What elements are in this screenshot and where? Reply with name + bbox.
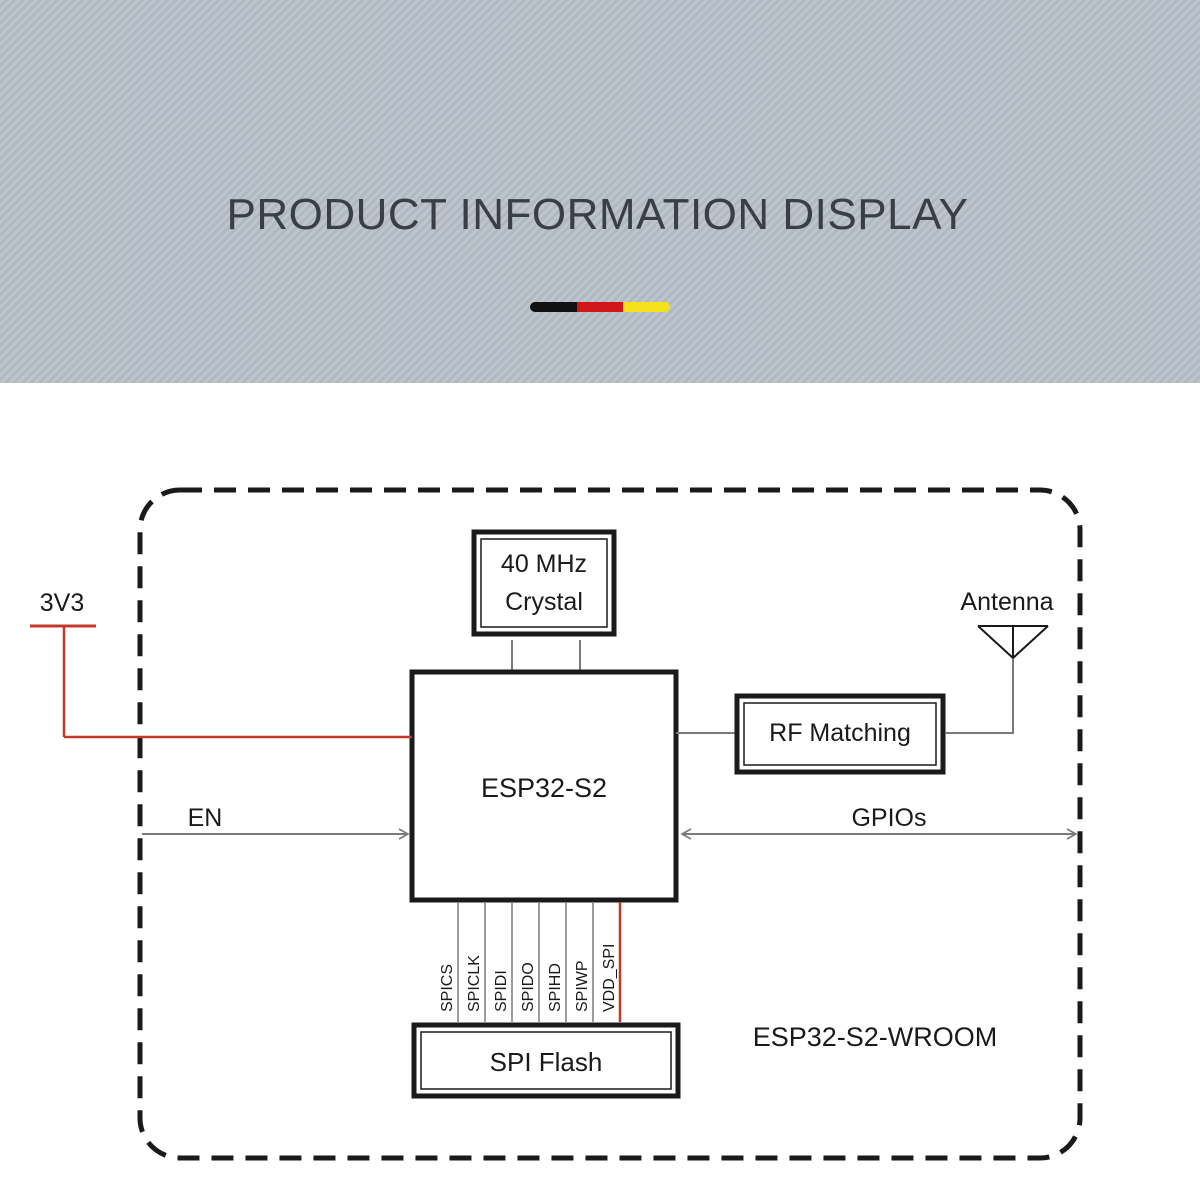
spi-label-spihd: SPIHD [547, 963, 564, 1012]
spi-label-spics: SPICS [439, 964, 456, 1012]
rf-matching-block [734, 693, 946, 775]
module-boundary [137, 487, 1083, 1161]
spi-flash-block [411, 1022, 681, 1099]
crystal-block [471, 529, 617, 637]
crystal-label-line1: 40 MHz [501, 550, 587, 578]
spi-label-spidi: SPIDI [493, 970, 510, 1012]
module-label: ESP32-S2-WROOM [753, 1022, 998, 1052]
page-title: PRODUCT INFORMATION DISPLAY [226, 190, 969, 239]
rf-matching-label: RF Matching [769, 719, 911, 747]
antenna-label: Antenna [960, 588, 1053, 616]
enable-label: EN [188, 804, 223, 832]
spi-label-vdd-spi: VDD_SPI [601, 944, 618, 1012]
spi-bus: SPICS SPICLK SPIDI SPIDO SPIHD SPIWP VDD_SPI [439, 902, 622, 1022]
stripe-yellow [623, 302, 671, 312]
antenna-icon [977, 625, 1049, 659]
gpio-label: GPIOs [851, 804, 926, 832]
spi-label-spiwp: SPIWP [574, 960, 591, 1012]
spi-label-spido: SPIDO [520, 962, 537, 1012]
chip-block [409, 669, 679, 903]
crystal-label-line2: Crystal [505, 588, 583, 616]
flag-stripe [530, 302, 671, 312]
chip-label: ESP32-S2 [481, 773, 607, 803]
spi-flash-label: SPI Flash [490, 1047, 603, 1077]
header-banner: PRODUCT INFORMATION DISPLAY [0, 0, 1200, 383]
stripe-black [530, 302, 577, 312]
stripe-red [576, 302, 624, 312]
power-label: 3V3 [40, 589, 84, 617]
spi-label-spiclk: SPICLK [466, 955, 483, 1012]
